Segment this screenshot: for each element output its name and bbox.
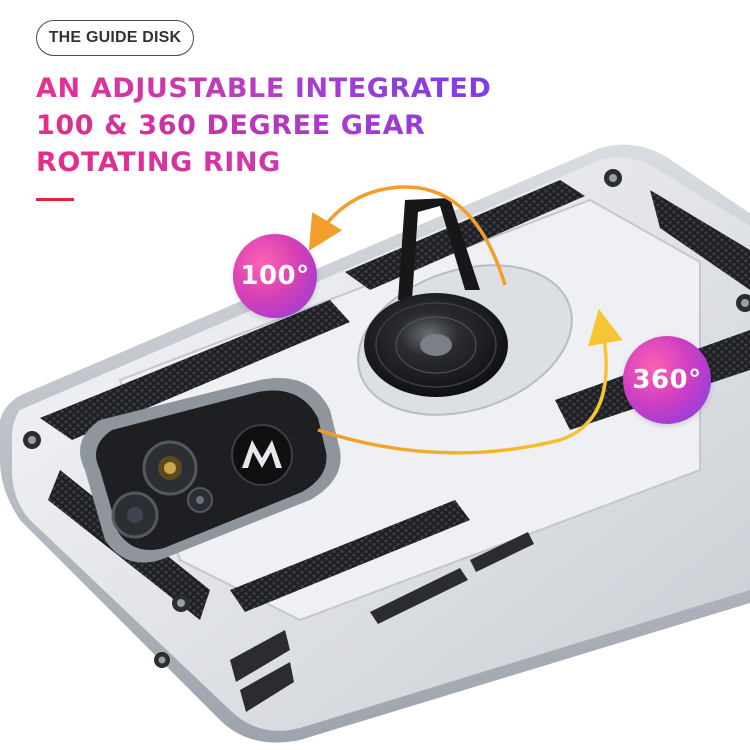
headline: AN ADJUSTABLE INTEGRATED 100 & 360 DEGRE… xyxy=(36,70,556,181)
motorola-m-logo-icon xyxy=(231,424,293,486)
headline-line-2: 100 & 360 DEGREE GEAR xyxy=(36,107,556,144)
accent-rule xyxy=(36,198,74,201)
headline-line-1: AN ADJUSTABLE INTEGRATED xyxy=(36,70,556,107)
angle-100-badge: 100° xyxy=(233,234,317,318)
guide-disk-badge: THE GUIDE DISK xyxy=(36,20,194,56)
ring-holder xyxy=(357,198,573,416)
camera-module xyxy=(80,378,341,563)
side-buttons xyxy=(230,532,534,712)
rotation-arrows xyxy=(308,185,623,455)
headline-line-3: ROTATING RING xyxy=(36,144,556,181)
corner-screws xyxy=(23,169,750,668)
angle-360-badge: 360° xyxy=(623,336,711,424)
